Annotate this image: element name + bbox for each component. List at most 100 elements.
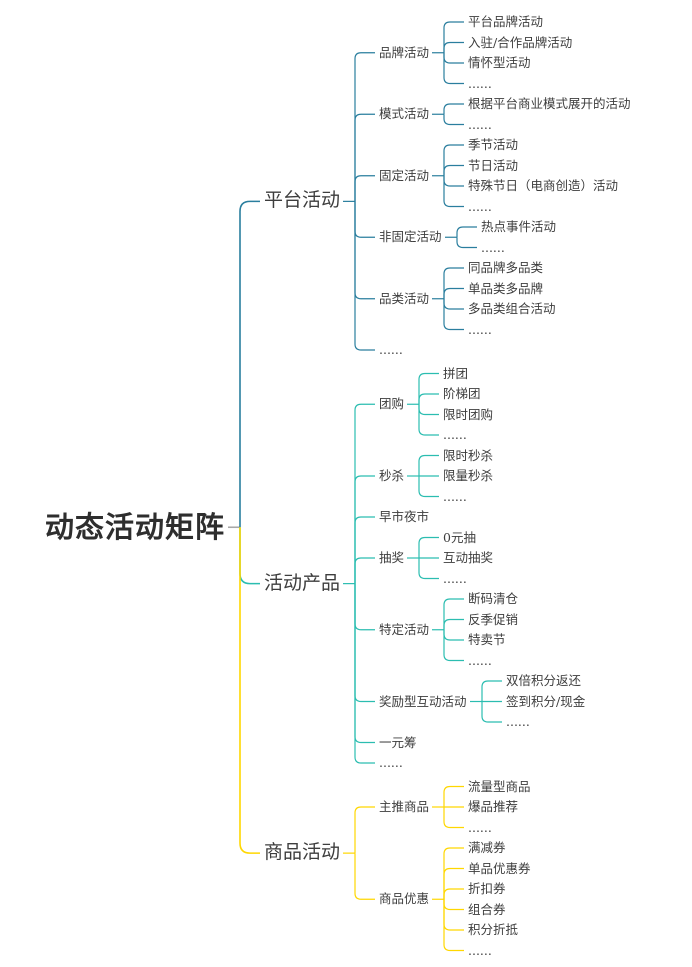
connector bbox=[443, 888, 464, 900]
connector bbox=[443, 899, 464, 911]
mindmap-leaf-topic[interactable]: 热点事件活动 bbox=[481, 219, 557, 235]
mindmap-leaf-topic[interactable]: 互动抽奖 bbox=[443, 550, 494, 566]
connector bbox=[443, 629, 464, 662]
mindmap-branch-topic[interactable]: 团购 bbox=[379, 396, 405, 412]
mindmap-leaf-topic[interactable]: 多品类组合活动 bbox=[468, 301, 556, 317]
mindmap-leaf-topic[interactable]: 流量型商品 bbox=[468, 778, 531, 794]
mindmap-leaf-topic[interactable]: 反季促销 bbox=[468, 611, 519, 627]
connector bbox=[443, 52, 464, 64]
connector bbox=[354, 583, 375, 703]
mindmap-leaf-topic[interactable]: ...... bbox=[468, 321, 492, 337]
mindmap-branch-topic[interactable]: 抽奖 bbox=[379, 550, 405, 566]
connector bbox=[443, 103, 464, 115]
mindmap-leaf-topic[interactable]: ...... bbox=[443, 488, 467, 504]
mindmap-leaf-topic[interactable]: 季节活动 bbox=[468, 137, 519, 153]
connector bbox=[481, 680, 502, 702]
connector bbox=[456, 237, 477, 249]
mindmap-leaf-topic[interactable]: 签到积分/现金 bbox=[506, 693, 586, 709]
mindmap-leaf-topic[interactable]: 入驻/合作品牌活动 bbox=[468, 34, 573, 50]
mindmap-branch-topic[interactable]: 奖励型互动活动 bbox=[379, 693, 467, 709]
mindmap-leaf-topic[interactable]: 特殊节日（电商创造）活动 bbox=[468, 178, 619, 194]
connector bbox=[354, 583, 375, 764]
connector bbox=[481, 701, 502, 723]
mindmap-branch-topic[interactable]: 主推商品 bbox=[379, 799, 430, 815]
connector bbox=[443, 847, 464, 900]
connector bbox=[456, 226, 477, 238]
connector bbox=[354, 557, 375, 584]
connector bbox=[239, 527, 260, 854]
mindmap-leaf-topic[interactable]: 阶梯团 bbox=[443, 386, 481, 402]
mindmap-branch-topic[interactable]: 非固定活动 bbox=[379, 229, 442, 245]
mindmap-leaf-topic[interactable]: 单品类多品牌 bbox=[468, 280, 544, 296]
connector bbox=[418, 454, 439, 476]
mindmap-branch-topic[interactable]: 商品活动 bbox=[264, 841, 341, 864]
mindmap-leaf-topic[interactable]: 0元抽 bbox=[443, 529, 476, 545]
mindmap-leaf-topic[interactable]: ...... bbox=[468, 116, 492, 132]
mindmap-leaf-topic[interactable]: 情怀型活动 bbox=[468, 55, 531, 71]
mindmap-branch-topic[interactable]: 商品优惠 bbox=[379, 891, 430, 907]
mindmap-leaf-topic[interactable]: ...... bbox=[379, 755, 403, 771]
mindmap-leaf-topic[interactable]: 限时团购 bbox=[443, 406, 494, 422]
mindmap-leaf-topic[interactable]: ...... bbox=[468, 198, 492, 214]
mindmap-leaf-topic[interactable]: 一元筹 bbox=[379, 734, 417, 750]
mindmap-leaf-topic[interactable]: ...... bbox=[443, 570, 467, 586]
mindmap-leaf-topic[interactable]: ...... bbox=[379, 342, 403, 358]
connector bbox=[443, 175, 464, 187]
mindmap-leaf-topic[interactable]: 组合券 bbox=[468, 901, 506, 917]
mindmap-branch-topic[interactable]: 品类活动 bbox=[379, 290, 430, 306]
mindmap-leaf-topic[interactable]: 限时秒杀 bbox=[443, 447, 494, 463]
connector bbox=[443, 298, 464, 310]
connector bbox=[354, 175, 375, 202]
connector bbox=[443, 598, 464, 630]
mindmap-leaf-topic[interactable]: ...... bbox=[481, 239, 505, 255]
mindmap-branch-topic[interactable]: 固定活动 bbox=[379, 167, 430, 183]
connector bbox=[418, 393, 439, 405]
connector bbox=[239, 200, 260, 528]
mindmap-leaf-topic[interactable]: 限量秒杀 bbox=[443, 468, 494, 484]
mindmap-leaf-topic[interactable]: 平台品牌活动 bbox=[468, 14, 544, 30]
mindmap-root-topic[interactable]: 动态活动矩阵 bbox=[45, 510, 226, 545]
connector bbox=[418, 476, 439, 498]
mindmap-leaf-topic[interactable]: 同品牌多品类 bbox=[468, 260, 544, 276]
mindmap-leaf-topic[interactable]: ...... bbox=[468, 75, 492, 91]
mindmap-leaf-topic[interactable]: 根据平台商业模式展开的活动 bbox=[468, 96, 631, 112]
mindmap-leaf-topic[interactable]: 双倍积分返还 bbox=[506, 673, 582, 689]
connector bbox=[443, 267, 464, 299]
mindmap-leaf-topic[interactable]: 爆品推荐 bbox=[468, 799, 519, 815]
mindmap-leaf-topic[interactable]: 满减券 bbox=[468, 840, 506, 856]
mindmap-leaf-topic[interactable]: 积分折抵 bbox=[468, 922, 519, 938]
mindmap-leaf-topic[interactable]: ...... bbox=[468, 652, 492, 668]
connector bbox=[443, 52, 464, 85]
mindmap-branch-topic[interactable]: 模式活动 bbox=[379, 106, 430, 122]
connector bbox=[443, 114, 464, 126]
connector bbox=[354, 52, 375, 202]
mindmap-leaf-topic[interactable]: 断码清仓 bbox=[468, 591, 519, 607]
connector bbox=[443, 785, 464, 807]
mindmap-leaf-topic[interactable]: 拼团 bbox=[443, 365, 469, 381]
mindmap-leaf-topic[interactable]: 特卖节 bbox=[468, 632, 506, 648]
mindmap-branch-topic[interactable]: 平台活动 bbox=[264, 189, 341, 212]
connector bbox=[443, 41, 464, 53]
connector bbox=[354, 475, 375, 584]
mindmap-leaf-topic[interactable]: ...... bbox=[506, 714, 530, 730]
mindmap-leaf-topic[interactable]: 单品优惠券 bbox=[468, 860, 531, 876]
mindmap-branch-topic[interactable]: 特定活动 bbox=[379, 621, 430, 637]
mindmap-leaf-topic[interactable]: ...... bbox=[443, 427, 467, 443]
connector bbox=[418, 558, 439, 580]
connector bbox=[443, 899, 464, 952]
mindmap-branch-topic[interactable]: 品牌活动 bbox=[379, 44, 430, 60]
connector bbox=[443, 899, 464, 931]
mindmap-branch-topic[interactable]: 秒杀 bbox=[379, 468, 405, 484]
mindmap-leaf-topic[interactable]: ...... bbox=[468, 942, 492, 958]
mindmap-leaf-topic[interactable]: 折扣券 bbox=[468, 881, 506, 897]
connector bbox=[354, 583, 375, 744]
connector bbox=[443, 287, 464, 299]
connector bbox=[418, 404, 439, 436]
connector bbox=[354, 853, 375, 900]
mindmap-leaf-topic[interactable]: ...... bbox=[468, 819, 492, 835]
connector bbox=[354, 113, 375, 202]
mindmap-leaf-topic[interactable]: 节日活动 bbox=[468, 157, 519, 173]
mindmap-branch-topic[interactable]: 活动产品 bbox=[264, 571, 341, 594]
mindmap-leaf-topic[interactable]: 早市夜市 bbox=[379, 509, 430, 525]
